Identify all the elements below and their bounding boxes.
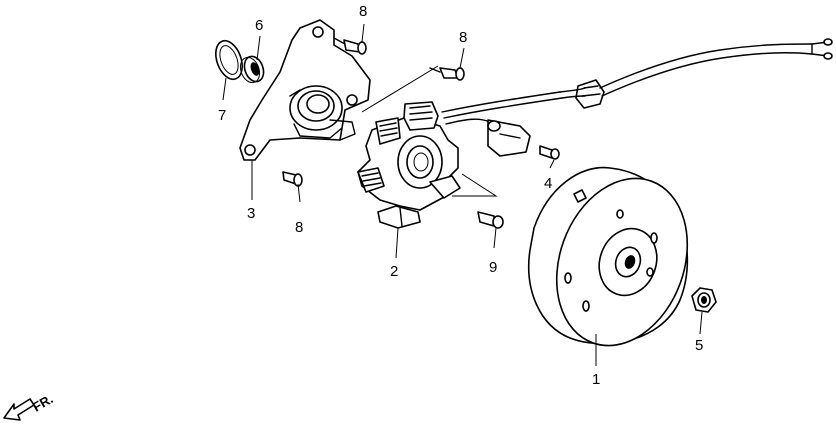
flywheel-nut xyxy=(691,287,717,313)
callout-nut: 5 xyxy=(695,337,703,354)
front-direction-label: FR. xyxy=(30,391,56,414)
bolt-upper-left xyxy=(333,37,367,55)
callout-pulser-bolt: 4 xyxy=(544,175,552,192)
o-ring xyxy=(215,39,243,81)
front-direction-arrow-icon: FR. xyxy=(3,391,56,421)
left-crankcase-cover xyxy=(239,19,371,161)
leader-lines xyxy=(222,23,703,366)
callout-o-ring: 7 xyxy=(218,107,226,124)
callout-cover: 3 xyxy=(247,205,255,222)
wire-harness xyxy=(559,38,833,99)
callout-flywheel: 1 xyxy=(592,371,600,388)
callout-stator: 2 xyxy=(390,263,398,280)
bolt-lower xyxy=(282,171,303,187)
stator xyxy=(357,91,563,229)
stator-bolt xyxy=(477,211,504,229)
oil-seal xyxy=(239,55,265,84)
pulser-bolt xyxy=(539,145,560,160)
pulse-generator xyxy=(487,119,531,157)
callout-bolt-top-a: 8 xyxy=(359,3,367,20)
callout-bolt-lower: 8 xyxy=(295,219,303,236)
callout-stator-bolt: 9 xyxy=(489,259,497,276)
callout-oil-seal: 6 xyxy=(255,17,263,34)
flywheel-rotor xyxy=(528,166,689,347)
bolt-upper-right xyxy=(429,67,465,81)
wire-connector xyxy=(575,79,605,109)
callout-bolt-top-b: 8 xyxy=(459,29,467,46)
